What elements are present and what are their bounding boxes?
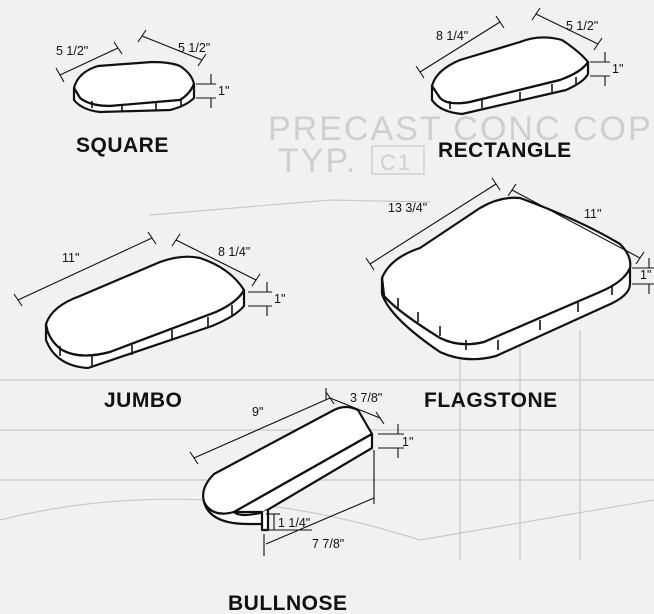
- square-dim-width: 5 1/2": [178, 41, 210, 55]
- rectangle-dim-width: 5 1/2": [566, 19, 598, 33]
- paver-rectangle: 8 1/4" 5 1/2" 1" RECTANGLE: [415, 7, 623, 162]
- rectangle-dim-width-line: [535, 13, 599, 45]
- rectangle-label: RECTANGLE: [438, 139, 572, 162]
- square-label: SQUARE: [76, 134, 169, 157]
- jumbo-dim-width-line: [175, 239, 257, 281]
- bullnose-dim-lip: 1 1/4": [278, 516, 310, 530]
- flagstone-dim-height: 1": [640, 268, 651, 282]
- flagstone-dim-length: 13 3/4": [388, 201, 427, 215]
- flagstone-dim-width-line: [511, 189, 641, 259]
- square-side: [72, 82, 196, 114]
- paver-jumbo: 11" 8 1/4" 1" JUMBO: [13, 231, 285, 412]
- rectangle-side: [430, 60, 590, 116]
- jumbo-label: JUMBO: [104, 389, 182, 412]
- bullnose-dim-height: 1": [402, 435, 413, 449]
- background-box: [371, 145, 425, 175]
- bullnose-dim-length-line: [193, 397, 331, 459]
- background-text-line1: PRECAST CONC COP: [268, 110, 653, 148]
- jumbo-ticks: [59, 305, 233, 366]
- rectangle-dim-length: 8 1/4": [436, 29, 468, 43]
- jumbo-side: [44, 288, 246, 370]
- rectangle-dim-length-line: [419, 21, 501, 73]
- background-rules-vertical: [459, 330, 581, 560]
- background-box-text: C1: [380, 150, 412, 175]
- flagstone-dim-length-line: [369, 183, 497, 265]
- jumbo-dim-length: 11": [62, 251, 79, 265]
- square-dim-length-line: [59, 47, 119, 76]
- rectangle-ticks: [449, 77, 577, 109]
- flagstone-ticks: [397, 285, 613, 350]
- square-dim-width-line: [141, 35, 203, 61]
- flagstone-dim-width: 11": [584, 207, 601, 221]
- square-dim-length: 5 1/2": [56, 44, 88, 58]
- jumbo-dim-height: 1": [274, 292, 285, 306]
- bullnose-dim-width: 3 7/8": [350, 391, 382, 405]
- bullnose-label: BULLNOSE: [228, 592, 348, 614]
- paver-flagstone: 13 3/4" 11" 1" FLAGSTONE: [365, 177, 654, 412]
- jumbo-dim-width: 8 1/4": [218, 245, 250, 259]
- bullnose-dim-depth: 7 7/8": [312, 537, 344, 551]
- bullnose-dim-length: 9": [252, 405, 263, 419]
- bullnose-dim-width-line: [329, 397, 381, 419]
- background-line: [149, 199, 431, 216]
- flagstone-label: FLAGSTONE: [424, 389, 558, 412]
- bullnose-lip: [260, 510, 270, 532]
- bullnose-dim-depth-line: [265, 497, 375, 545]
- background-curve: [0, 498, 654, 541]
- square-ticks: [91, 99, 182, 111]
- square-dim-height: 1": [218, 84, 229, 98]
- paver-bullnose: 9" 3 7/8" 1" 1 1/4" 7 7/8" BULLNOSE: [189, 388, 413, 614]
- flagstone-side: [380, 266, 632, 361]
- bullnose-side: [232, 432, 374, 514]
- rectangle-dim-height: 1": [612, 62, 623, 76]
- background-text-line2: TYP.: [278, 142, 357, 180]
- jumbo-dim-length-line: [17, 237, 153, 301]
- paver-square: 5 1/2" 5 1/2" 1" SQUARE: [55, 29, 229, 157]
